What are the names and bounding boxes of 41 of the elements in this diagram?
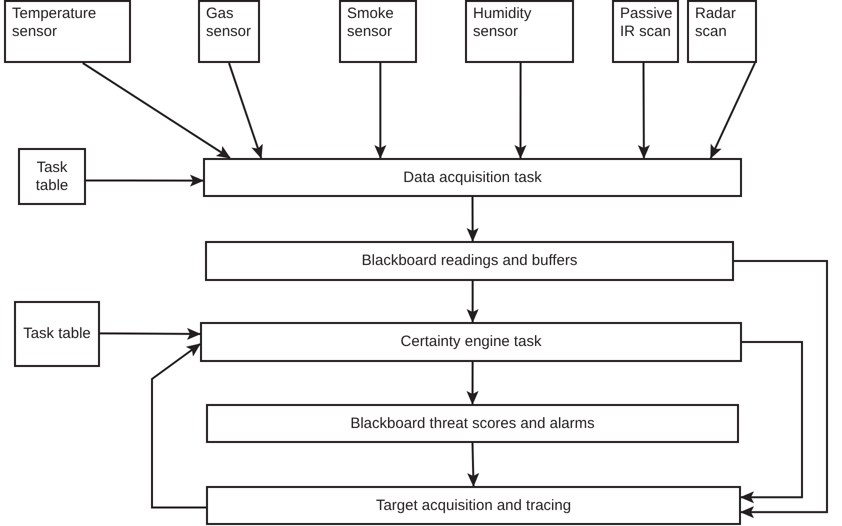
process-box [203,158,742,197]
input-box [465,0,574,63]
input-box [198,0,260,63]
box-label: Blackboard readings and buffers [362,252,578,270]
arrow [467,442,480,487]
box-label: Radar scan [695,5,737,41]
arrow [374,63,386,159]
arrow [466,197,479,242]
process-box [18,148,86,205]
box-label: Temperature sensor [12,5,98,41]
input-box [4,0,131,63]
box-label: Smoke sensor [347,5,395,41]
process-box [200,322,742,362]
arrow [740,341,803,504]
box-label: Task table [34,158,70,194]
box-label: Blackboard threat scores and alarms [350,414,595,432]
box-label: Certainty engine task [400,333,542,351]
input-box [339,0,417,63]
arrow [734,260,828,518]
box-label: Target acquisition and tracing [376,496,572,514]
arrow [466,281,479,323]
process-box [14,301,100,367]
box-label: Task table [23,325,91,343]
input-box [687,0,757,63]
arrow [466,362,479,405]
process-box [206,486,741,525]
box-label: Data acquisition task [403,168,542,186]
process-box [205,241,734,281]
arrow [638,63,650,159]
box-label: Passive IR scan [620,5,673,41]
arrow [86,174,204,187]
arrow [514,63,526,159]
arrow [228,62,263,159]
input-box [612,0,679,63]
arrow [100,328,201,340]
box-label: Gas sensor [206,5,252,41]
process-box [206,404,739,443]
arrow [710,62,756,159]
arrow [151,343,206,508]
arrow [82,62,231,159]
box-label: Humidity sensor [473,5,532,41]
